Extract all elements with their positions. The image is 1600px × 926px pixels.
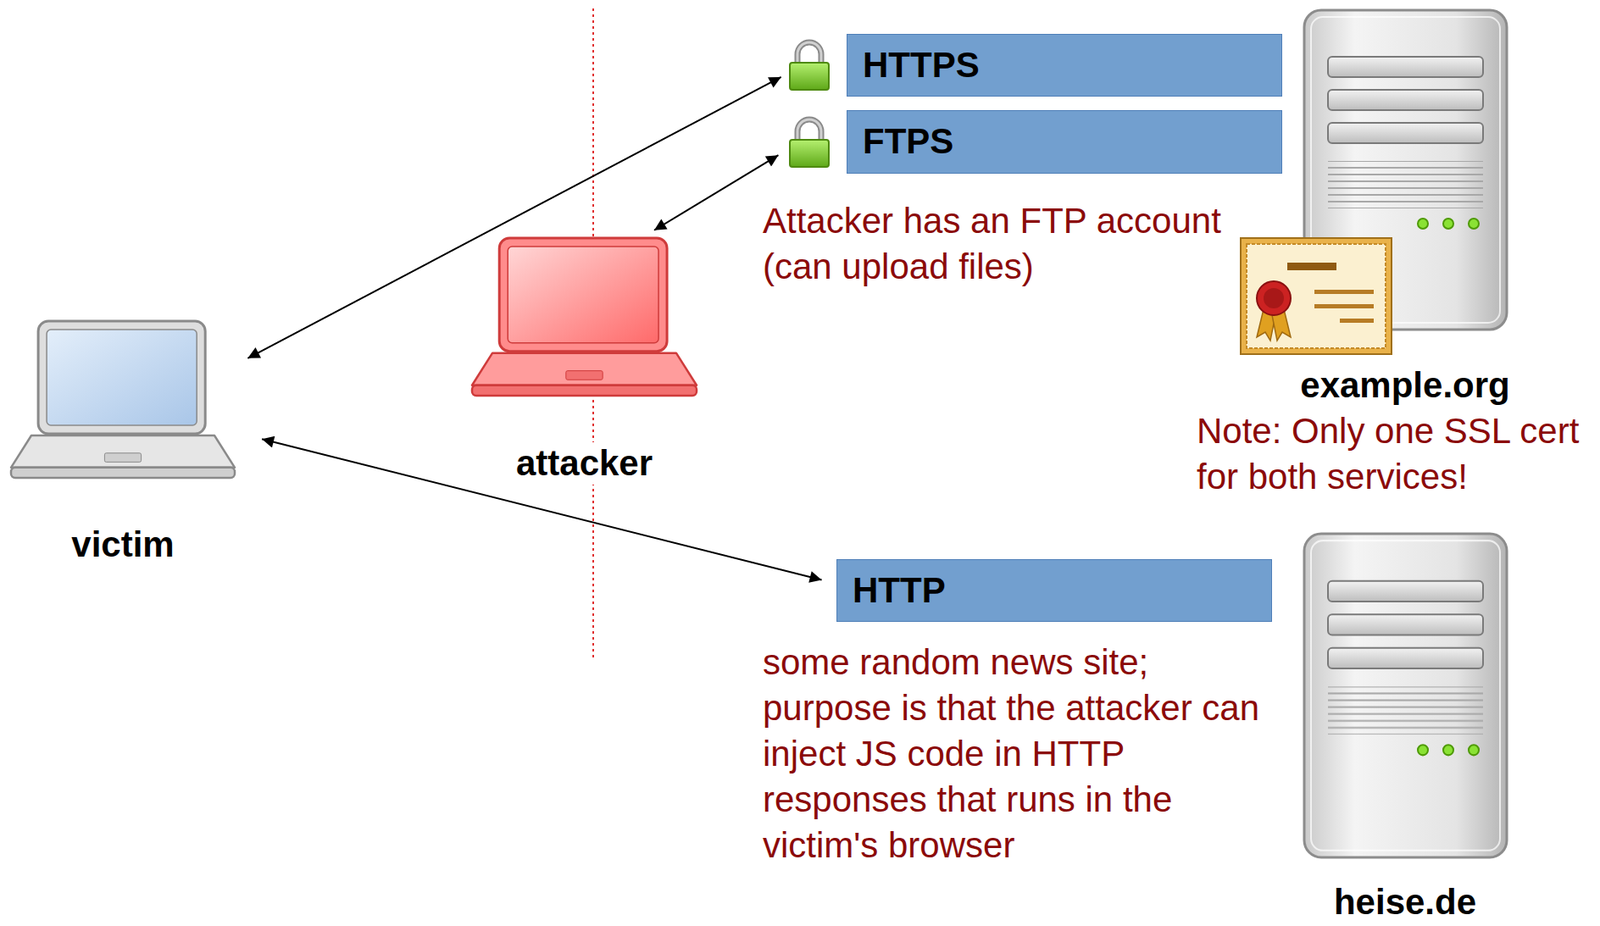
note-text: Attacker has an FTP account (can upload … [762,198,1238,290]
certificate-icon [1240,238,1392,355]
host-name: attacker [512,442,656,485]
note-text: some random news site; purpose is that t… [762,639,1272,869]
band-fill: HTTP [836,559,1273,623]
connection-arrow [654,155,779,231]
laptop-icon [469,236,700,399]
lock-icon [785,116,834,169]
laptop-node: attacker [469,236,700,485]
laptop-icon [8,319,238,481]
server-name: heise.de [1277,881,1533,924]
protocol-name: HTTPS [862,45,980,85]
note-text: Note: Only one SSL cert for both service… [1196,408,1595,500]
connection-arrow [247,77,781,359]
server-name: example.org [1277,364,1533,407]
protocol-name: FTPS [862,122,954,162]
band-fill: FTPS [846,110,1283,174]
host-name: victim [67,523,178,567]
protocol-name: HTTP [852,571,946,611]
protocol-band: HTTPS [785,33,1283,97]
protocol-band: HTTP [836,559,1273,623]
lock-icon [785,38,834,92]
laptop-node: victim [8,319,238,567]
band-fill: HTTPS [846,33,1283,97]
server-heise [1304,533,1507,858]
connection-arrow [261,438,822,580]
protocol-band: FTPS [785,110,1283,174]
